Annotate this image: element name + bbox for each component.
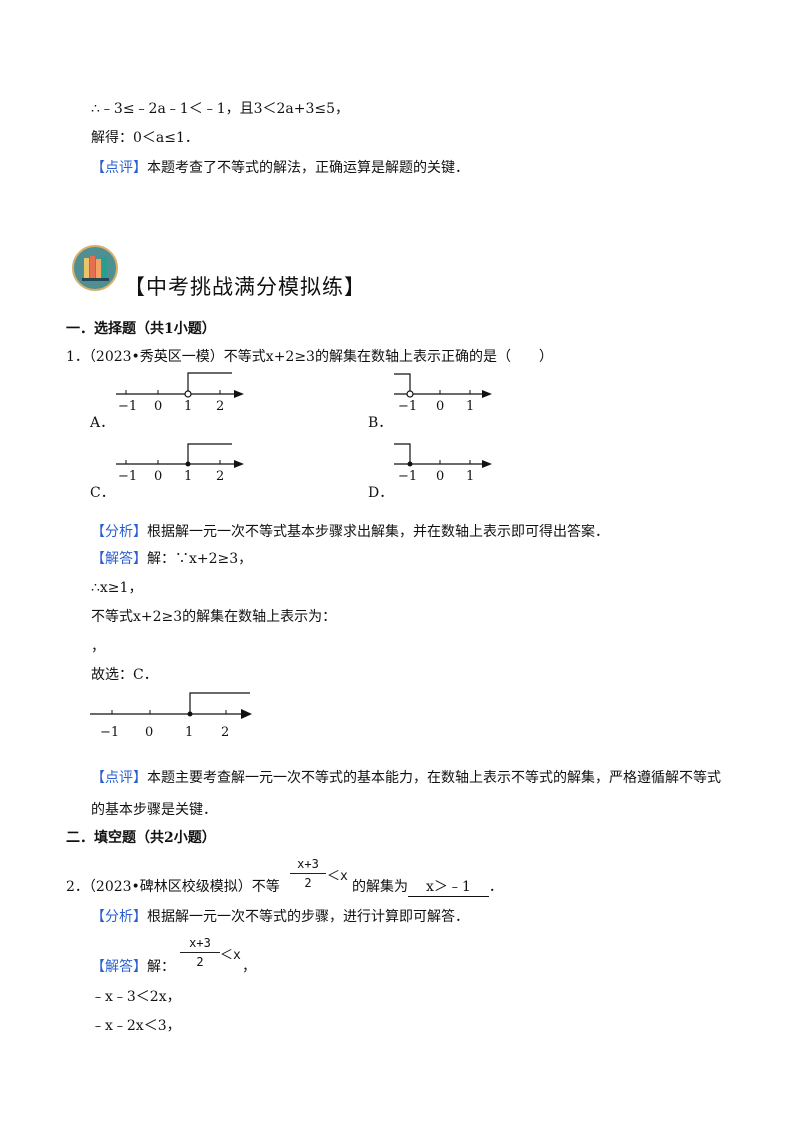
section-title: 【中考挑战满分模拟练】 bbox=[124, 275, 366, 299]
section-logo-icon bbox=[72, 245, 118, 291]
option-a-number-line: −1 0 1 2 bbox=[116, 372, 244, 410]
option-c-label: C． bbox=[90, 485, 115, 501]
tick-label: 1 bbox=[466, 399, 474, 410]
review-1-line-2: 的基本步骤是关键． bbox=[91, 802, 217, 818]
fraction-denominator: 2 bbox=[196, 955, 204, 969]
top-line-2: 解得：0＜a≤1． bbox=[91, 130, 199, 146]
question-1: 1．（2023•秀英区一模）不等式x+2≥3的解集在数轴上表示正确的是（ ） bbox=[66, 349, 553, 365]
fraction-denominator: 2 bbox=[304, 876, 312, 890]
tick-label: 0 bbox=[436, 399, 444, 410]
tick-label: 0 bbox=[154, 469, 162, 480]
solution-step-2: 不等式x+2≥3的解集在数轴上表示为： bbox=[91, 609, 337, 625]
analysis-text: 根据解一元一次不等式基本步骤求出解集，并在数轴上表示即可得出答案． bbox=[147, 524, 609, 540]
tick-label: 1 bbox=[184, 469, 192, 480]
solution-step-4: 故选：C． bbox=[91, 667, 158, 683]
option-b-label: B． bbox=[368, 415, 393, 431]
review-tag: 【点评】 bbox=[91, 770, 147, 786]
tick-label: 2 bbox=[216, 469, 224, 480]
solution-step-3: ， bbox=[91, 639, 105, 655]
comment-tag: 【点评】 bbox=[91, 160, 147, 176]
solution-2-fraction: x+3 2 bbox=[180, 936, 220, 969]
option-b-number-line: −1 0 1 bbox=[394, 373, 492, 410]
solution-2-step-1: ﹣x﹣3＜2x， bbox=[91, 989, 181, 1005]
books-icon bbox=[82, 256, 109, 281]
tick-label: −1 bbox=[398, 469, 417, 480]
option-a-label: A． bbox=[90, 415, 115, 431]
analysis-tag: 【分析】 bbox=[91, 524, 147, 540]
solution-text: 解：∵x+2≥3， bbox=[147, 551, 253, 567]
option-d-number-line: −1 0 1 bbox=[394, 443, 492, 480]
question-2-relation: ＜x bbox=[327, 869, 348, 884]
solution-2-relation: ＜x bbox=[220, 948, 241, 963]
part2-header: 二．填空题（共2小题） bbox=[66, 830, 216, 846]
top-comment: 【点评】本题考查了不等式的解法，正确运算是解题的关键． bbox=[91, 157, 469, 177]
analysis-tag: 【分析】 bbox=[91, 909, 147, 925]
review-1: 【点评】本题主要考查解一元一次不等式的基本能力，在数轴上表示不等式的解集，严格遵… bbox=[91, 767, 721, 787]
solution-step-1: ∴x≥1， bbox=[91, 580, 143, 596]
tick-label: 0 bbox=[154, 399, 162, 410]
tick-label: 0 bbox=[436, 469, 444, 480]
solution-tag: 【解答】 bbox=[91, 959, 147, 975]
tick-label: 1 bbox=[466, 469, 474, 480]
tick-label: 0 bbox=[145, 725, 153, 740]
analysis-1: 【分析】根据解一元一次不等式基本步骤求出解集，并在数轴上表示即可得出答案． bbox=[91, 521, 609, 541]
analysis-text: 根据解一元一次不等式的步骤，进行计算即可解答． bbox=[147, 909, 469, 925]
tick-label: −1 bbox=[398, 399, 417, 410]
tick-label: −1 bbox=[118, 399, 137, 410]
solution-2-step-2: ﹣x﹣2x＜3， bbox=[91, 1018, 181, 1034]
analysis-2: 【分析】根据解一元一次不等式的步骤，进行计算即可解答． bbox=[91, 906, 469, 926]
question-2-prefix: 2．（2023•碑林区校级模拟）不等 bbox=[66, 879, 280, 895]
fraction-numerator: x+3 bbox=[189, 936, 211, 950]
solution-2-comma: ， bbox=[242, 959, 256, 975]
top-line-1: ∴﹣3≤﹣2a﹣1＜﹣1，且3＜2a+3≤5， bbox=[91, 101, 350, 117]
answer-number-line: −1 0 1 2 bbox=[90, 692, 252, 740]
option-d-label: D． bbox=[368, 485, 394, 501]
tick-label: 1 bbox=[184, 399, 192, 410]
tick-label: 2 bbox=[216, 399, 224, 410]
question-2-suffix: 的解集为 bbox=[352, 879, 408, 895]
solution-2: 【解答】解： bbox=[91, 956, 175, 976]
solution-tag: 【解答】 bbox=[91, 551, 147, 567]
solution-text: 解： bbox=[147, 959, 175, 975]
tick-label: −1 bbox=[100, 725, 119, 740]
question-2-end: ． bbox=[488, 879, 503, 895]
part1-header: 一．选择题（共1小题） bbox=[66, 321, 216, 337]
solution-1: 【解答】解：∵x+2≥3， bbox=[91, 548, 252, 568]
comment-text: 本题考查了不等式的解法，正确运算是解题的关键． bbox=[147, 160, 469, 176]
question-2-fraction: x+3 2 bbox=[290, 857, 326, 890]
review-text: 本题主要考查解一元一次不等式的基本能力，在数轴上表示不等式的解集，严格遵循解不等… bbox=[147, 770, 721, 786]
answer-blank: x＞﹣1 bbox=[408, 876, 489, 897]
fraction-numerator: x+3 bbox=[297, 857, 319, 871]
option-c-number-line: −1 0 1 2 bbox=[116, 443, 244, 480]
tick-label: −1 bbox=[118, 469, 137, 480]
tick-label: 1 bbox=[185, 725, 193, 740]
tick-label: 2 bbox=[221, 725, 229, 740]
